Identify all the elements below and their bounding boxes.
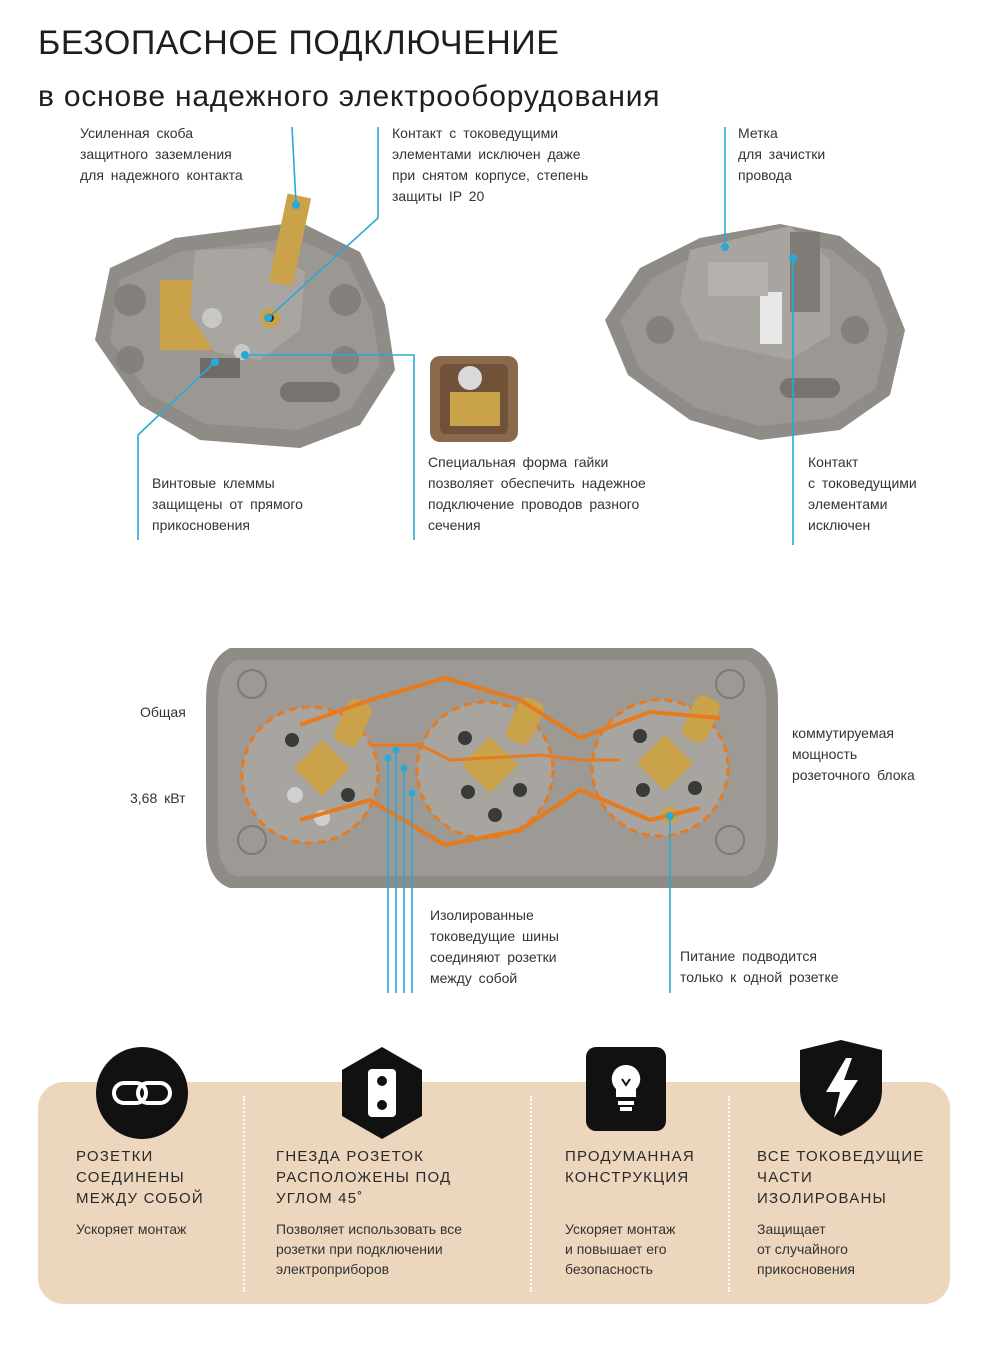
callout-contact-ip20: Контакт с токоведущими элементами исключ… [392,125,589,204]
shield-lightning-icon [800,1040,882,1136]
callout-ground-bracket: Усиленная скоба защитного заземления для… [80,125,243,183]
dot-strip-mark [721,243,729,251]
line-contact-ip20 [267,127,379,319]
socket-mechanism-back [605,224,905,440]
label-total: Общая [140,704,186,720]
label-power-value: 3,68 кВт [130,790,186,806]
dot-busbar-1 [384,754,392,762]
chain-link-icon [96,1047,188,1139]
dot-contact-excluded [789,254,797,262]
page-title: БЕЗОПАСНОЕ ПОДКЛЮЧЕНИЕ [38,24,560,62]
line-screw-terminals [137,361,216,540]
feature-divider [243,1096,245,1292]
dot-screw-terminals [211,358,219,366]
triple-socket-block [206,648,778,888]
callout-contact-excluded: Контакт с токоведущими элементами исключ… [808,454,917,533]
feature-desc: Ускоряет монтаж и повышает его безопасно… [565,1221,676,1277]
feature-divider [530,1096,532,1292]
callout-strip-mark: Метка для зачистки провода [738,125,826,183]
callout-screw-terminals: Винтовые клеммы защищены от прямого прик… [152,475,303,533]
dot-nut-shape [241,351,249,359]
socket-45-icon [336,1047,428,1139]
feature-title: ГНЕЗДА РОЗЕТОК РАСПОЛОЖЕНЫ ПОД УГЛОМ 45˚ [276,1148,452,1207]
feature-desc: Позволяет использовать все розетки при п… [276,1221,463,1277]
illustrations [95,126,905,993]
dot-contact-ip20 [264,314,272,322]
page-subtitle: в основе надежного электрооборудования [38,80,661,113]
line-ground-bracket [291,126,297,204]
dot-ground-bracket [292,201,300,209]
callout-switched-power: коммутируемая мощность розеточного блока [792,725,915,783]
dot-busbar-3 [400,764,408,772]
feature-desc: Защищает от случайного прикосновения [757,1221,855,1277]
callout-single-feed: Питание подводится только к одной розетк… [680,948,839,985]
callout-nut-shape: Специальная форма гайки позволяет обеспе… [428,454,646,533]
feature-desc: Ускоряет монтаж [76,1221,187,1237]
lightbulb-icon [586,1047,666,1131]
dot-single-feed [666,812,674,820]
features-band [38,1082,950,1304]
feature-title: ПРОДУМАННАЯ КОНСТРУКЦИЯ [565,1148,695,1186]
feature-divider [728,1096,730,1292]
line-nut-shape [245,354,415,540]
nut-thumbnail [430,356,518,442]
socket-mechanism-front [95,193,395,448]
feature-title: РОЗЕТКИ СОЕДИНЕНЫ МЕЖДУ СОБОЙ [76,1148,204,1207]
callout-insulated-bars: Изолированные токоведущие шины соединяют… [430,907,559,986]
dot-busbar-2 [392,746,400,754]
feature-title: ВСЕ ТОКОВЕДУЩИЕ ЧАСТИ ИЗОЛИРОВАНЫ [757,1148,925,1207]
dot-busbar-4 [408,789,416,797]
